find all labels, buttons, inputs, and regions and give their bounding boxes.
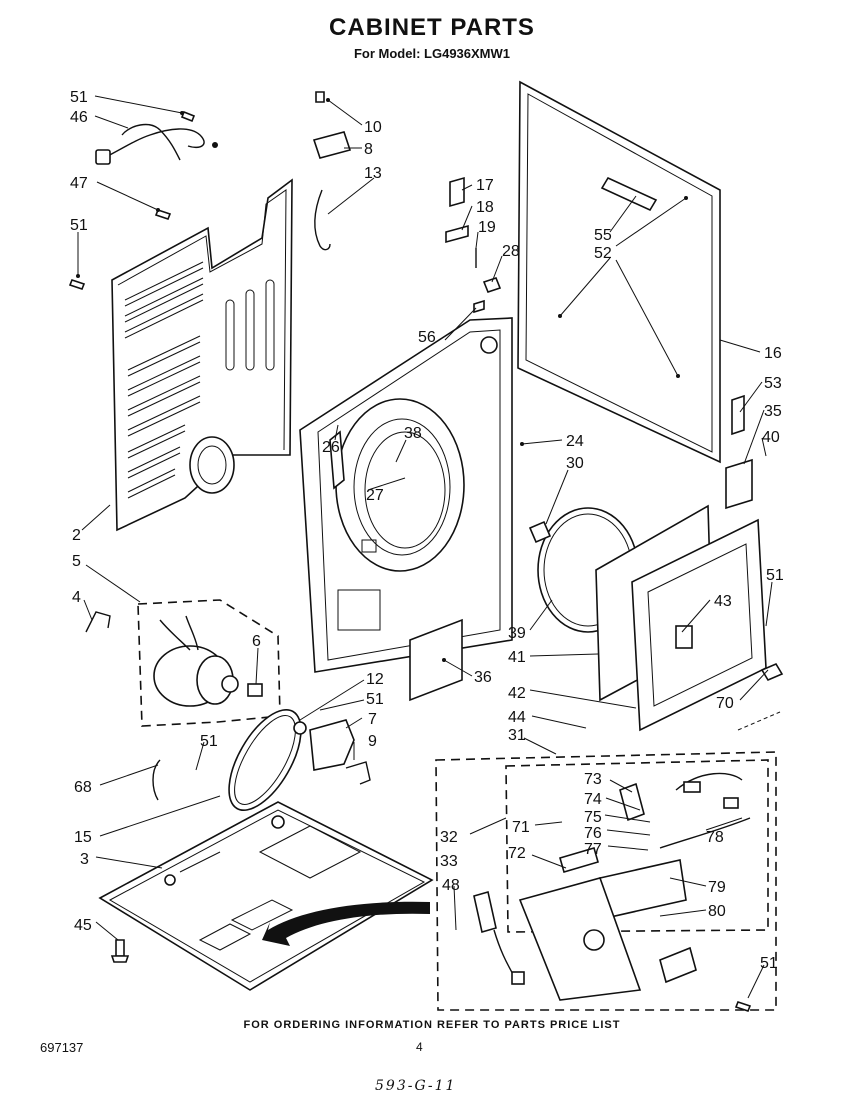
callout: 47 [70,175,88,192]
callout: 13 [364,165,382,182]
callout: 78 [706,829,724,846]
callout: 53 [764,375,782,392]
callout: 36 [474,669,492,686]
callout: 51 [366,691,384,708]
rear-panel [111,178,293,532]
callout: 6 [252,633,261,650]
callout: 75 [584,809,602,826]
control-assembly [473,772,751,1001]
motor-assembly [153,615,263,707]
callout: 80 [708,903,726,920]
outer-dashed-box [435,751,777,1011]
door-seal [409,618,463,702]
callout: 39 [508,625,526,642]
hinge-parts [312,91,352,251]
callout: 48 [442,877,460,894]
top-panel [517,80,721,464]
door-assembly [528,504,767,732]
front-panel [299,317,513,673]
callout: 44 [508,709,526,726]
callout: 15 [74,829,92,846]
handwritten-note: 593-G-11 [375,1078,457,1094]
callout: 28 [502,243,520,260]
door-strike [737,662,784,731]
callout: 24 [566,433,584,450]
callout: 32 [440,829,458,846]
callout: 18 [476,199,494,216]
callout: 38 [404,425,422,442]
callout: 40 [762,429,780,446]
callout-labels: 51 46 47 51 2 5 4 6 10 8 13 17 18 19 28 … [70,89,784,972]
idler-assembly [293,719,371,785]
callout: 8 [364,141,373,158]
callout: 43 [714,593,732,610]
callout: 55 [594,227,612,244]
leveling-leg [110,939,130,963]
callout: 71 [512,819,530,836]
ordering-note: FOR ORDERING INFORMATION REFER TO PARTS … [243,1019,621,1031]
callout: 70 [716,695,734,712]
callout: 74 [584,791,602,808]
callout: 35 [764,403,782,420]
callout: 52 [594,245,612,262]
assembly-arrow [262,901,430,946]
callout: 27 [366,487,384,504]
callout: 4 [72,589,81,606]
page-title: CABINET PARTS [329,14,535,41]
page-number: 4 [416,1040,423,1054]
callout: 12 [366,671,384,688]
document-number: 697137 [40,1040,84,1055]
hinge-bracket [725,394,753,510]
callout-arrowheads [76,98,688,662]
callout: 77 [584,841,602,858]
callout: 42 [508,685,526,702]
callout: 73 [584,771,602,788]
harness-68 [152,759,161,801]
callout: 3 [80,851,89,868]
callout: 51 [200,733,218,750]
callout: 30 [566,455,584,472]
callout: 56 [418,329,436,346]
callout: 2 [72,527,81,544]
callout: 16 [764,345,782,362]
callout: 51 [760,955,778,972]
callout: 51 [70,217,88,234]
callout: 51 [766,567,784,584]
callout: 68 [74,779,92,796]
callout: 9 [368,733,377,750]
callout: 5 [72,553,81,570]
base-panel [98,801,434,991]
motor-clamp [85,611,111,633]
model-label: For Model: LG4936XMW1 [353,46,511,61]
callout: 72 [508,845,526,862]
callout: 45 [74,917,92,934]
callout: 51 [70,89,88,106]
callout: 26 [322,439,340,456]
callout: 46 [70,109,88,126]
callout: 31 [508,727,526,744]
screw-51-bottom [734,1001,752,1012]
callout: 7 [368,711,377,728]
drive-belt [228,708,302,812]
callout: 17 [476,177,494,194]
screw-51-top [180,110,196,123]
callout: 19 [478,219,496,236]
callout-leaders [77,95,773,999]
screw-47 [154,209,172,220]
callout: 33 [440,853,458,870]
power-cord [95,123,218,165]
callout: 41 [508,649,526,666]
callout: 76 [584,825,602,842]
screw-51-left [68,279,86,290]
callout: 79 [708,879,726,896]
callout: 10 [364,119,382,136]
